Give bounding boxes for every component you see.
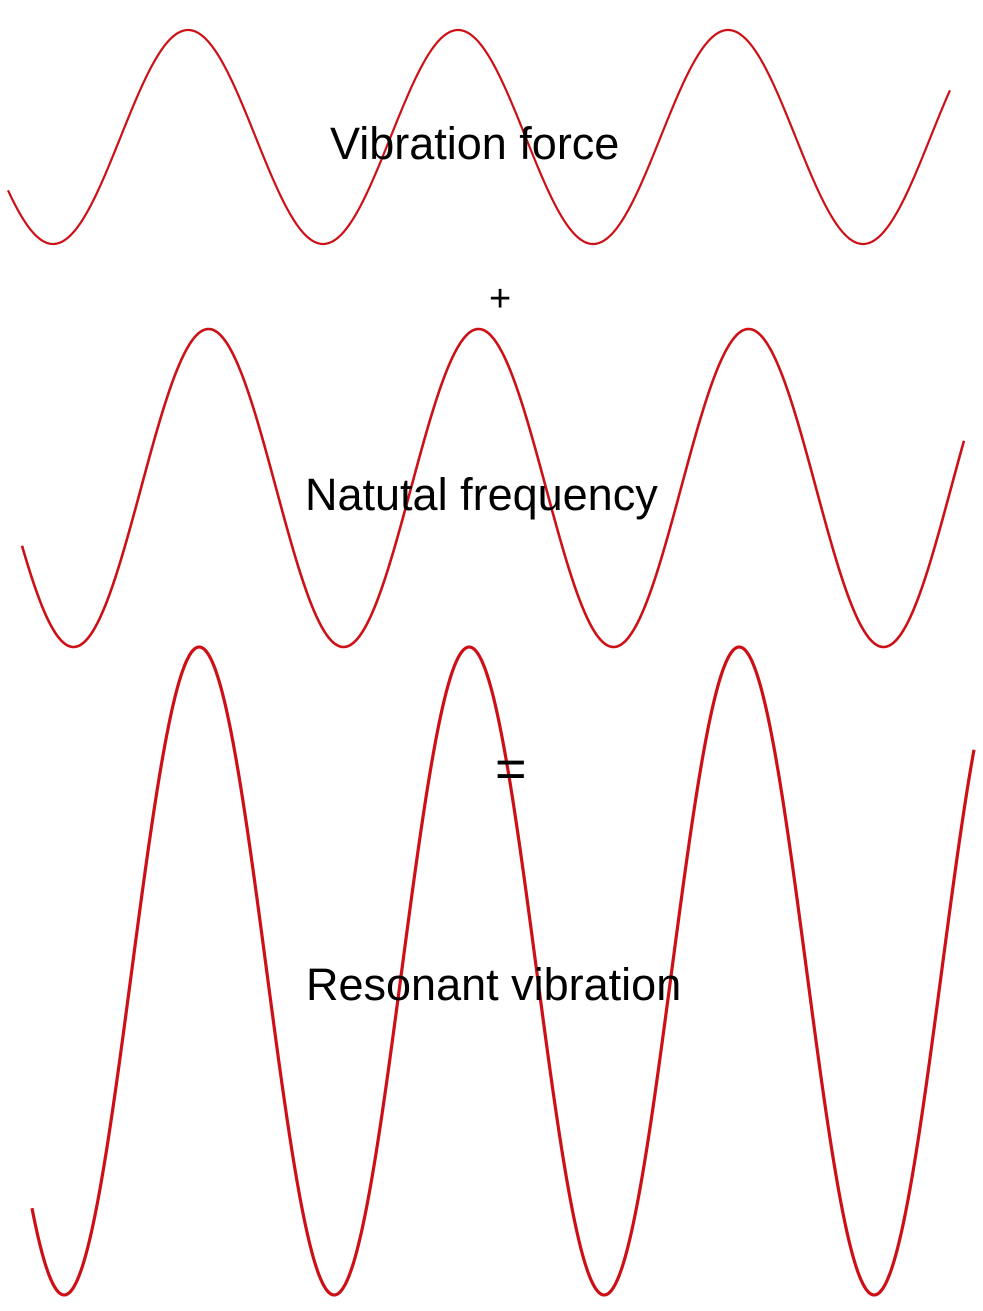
equals-sign: = xyxy=(495,739,527,799)
resonant-vibration-wave xyxy=(30,645,976,1297)
vibration-force-label: Vibration force xyxy=(330,118,620,169)
natural-frequency-wave xyxy=(20,327,966,649)
vibration-force-wave xyxy=(7,28,952,246)
resonant-vibration-label: Resonant vibration xyxy=(306,959,682,1010)
plus-sign: + xyxy=(489,278,512,320)
natural-frequency-label: Natutal frequency xyxy=(305,469,658,520)
